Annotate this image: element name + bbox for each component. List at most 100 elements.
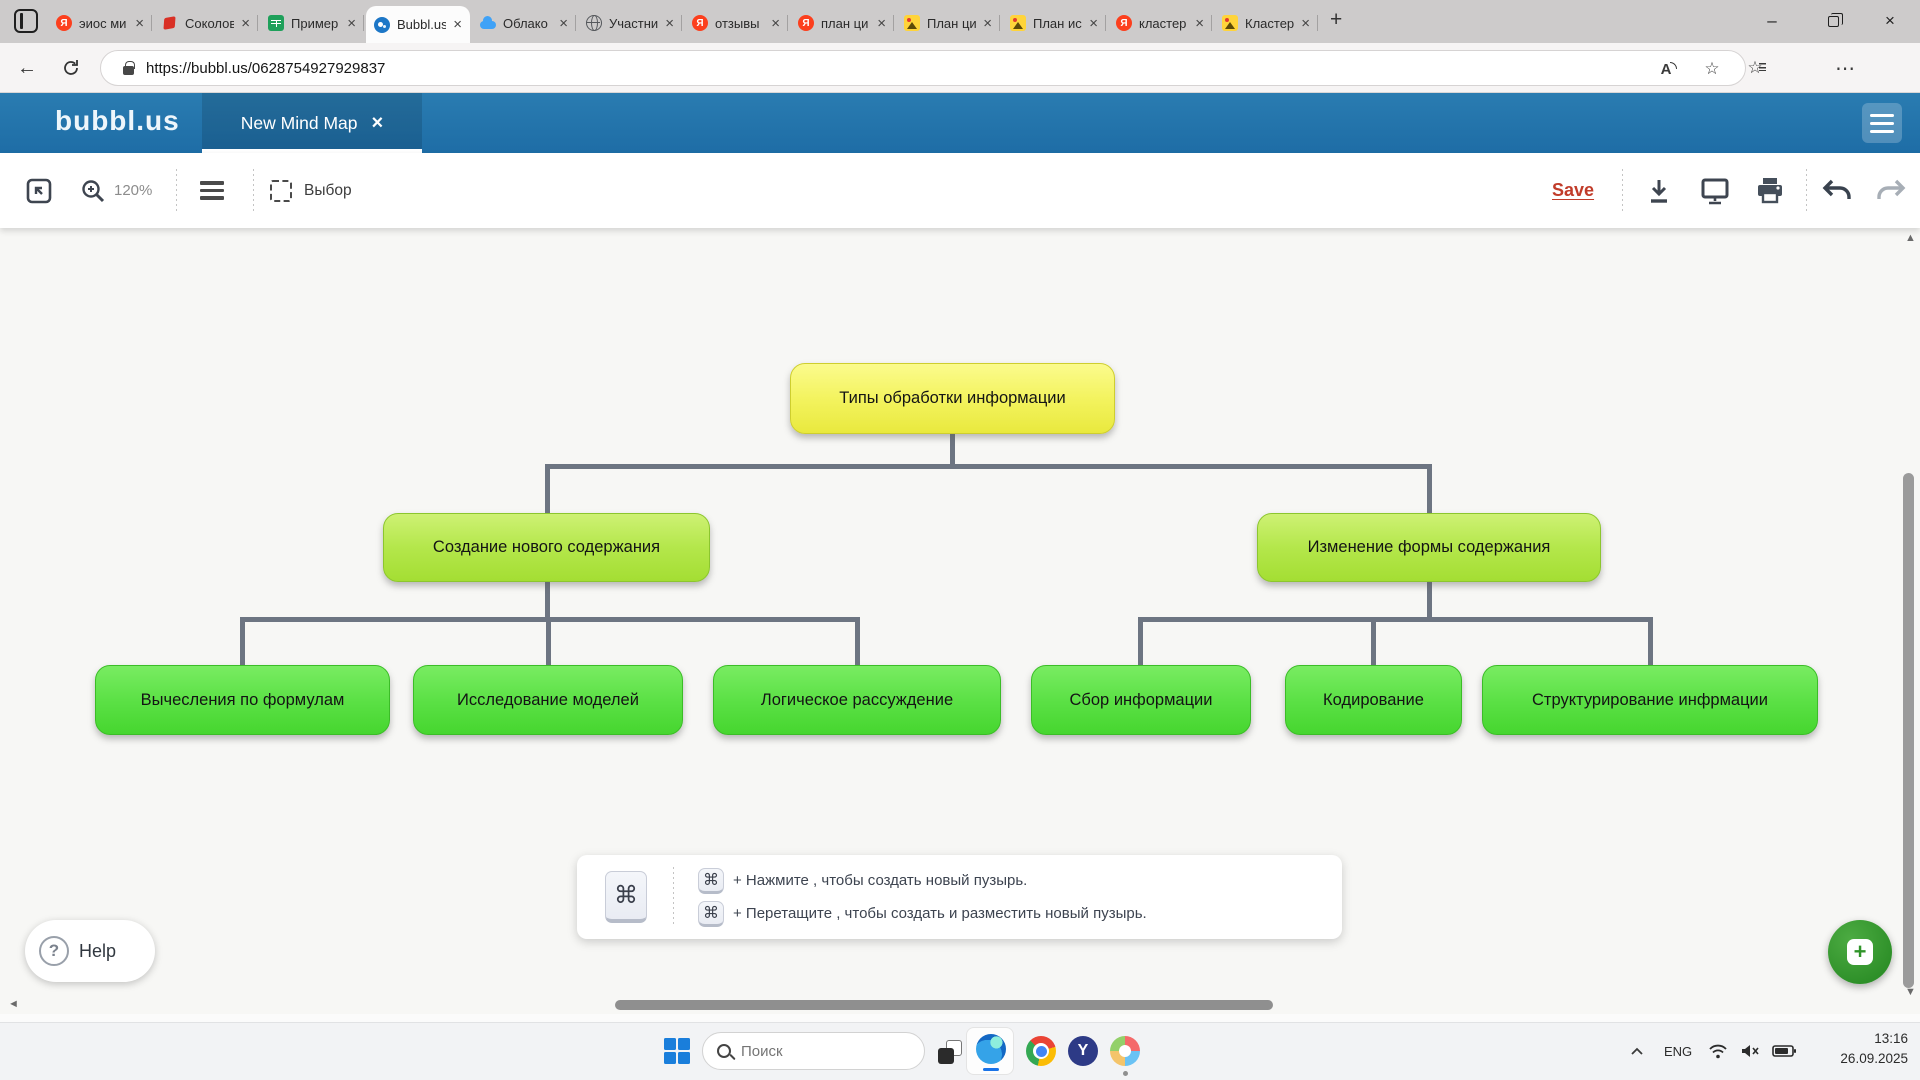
browser-tab-oblako[interactable]: Облако × <box>472 6 576 40</box>
task-view-button[interactable] <box>938 1040 962 1064</box>
browser-tab-bubblus-active[interactable]: Bubbl.us × <box>366 6 470 43</box>
print-button[interactable] <box>1755 153 1785 228</box>
window-minimize-button[interactable]: – <box>1767 11 1777 30</box>
read-aloud-button[interactable]: A <box>1653 57 1679 81</box>
url-field[interactable]: https://bubbl.us/0628754927929837 A ☆ <box>100 50 1746 86</box>
tab-close-icon[interactable]: × <box>1195 14 1204 32</box>
present-button[interactable] <box>1700 153 1730 228</box>
undo-icon <box>1822 179 1851 199</box>
browser-tab-klaster-2[interactable]: Кластер × <box>1214 6 1318 40</box>
favorite-star-button[interactable]: ☆ <box>1699 57 1725 81</box>
command-key-icon: ⌘ <box>698 867 724 894</box>
toolbar-separator <box>1622 169 1623 213</box>
search-input[interactable] <box>741 1042 891 1060</box>
taskbar-clock[interactable]: 13:16 26.09.2025 <box>1812 1029 1908 1069</box>
taskbar-chrome-button[interactable] <box>1026 1036 1056 1066</box>
image-favicon-icon <box>1010 15 1026 31</box>
mindmap-node-creation[interactable]: Создание нового содержания <box>383 513 710 582</box>
tray-expand-button[interactable] <box>1630 1022 1644 1080</box>
vertical-scrollbar[interactable] <box>1903 473 1914 988</box>
mindmap-node-structuring[interactable]: Структурирование инфрмации <box>1482 665 1818 735</box>
mindmap-node-logic[interactable]: Логическое рассуждение <box>713 665 1001 735</box>
browser-tab-eios[interactable]: Я эиос ми × <box>48 6 152 40</box>
edge-icon <box>976 1034 1006 1064</box>
selection-tool-button[interactable]: Выбор <box>270 153 352 228</box>
browser-tab-plan-tsi-1[interactable]: Я план ци × <box>790 6 894 40</box>
browser-tab-plan-is[interactable]: План ис × <box>1002 6 1106 40</box>
refresh-button[interactable] <box>56 53 86 83</box>
browser-tab-strip: Я эиос ми × Соколов × Пример × Bubbl.us … <box>0 0 1920 43</box>
app-logo[interactable]: bubbl.us <box>55 105 180 136</box>
tab-close-icon[interactable]: × <box>665 14 674 32</box>
back-button[interactable]: ← <box>17 56 37 79</box>
toolbar-separator <box>253 169 254 213</box>
document-tab[interactable]: New Mind Map × <box>202 93 422 153</box>
undo-button[interactable] <box>1822 153 1852 228</box>
help-button[interactable]: ? Help <box>25 920 155 982</box>
browser-tab-primer[interactable]: Пример × <box>260 6 364 40</box>
redo-button[interactable] <box>1876 153 1906 228</box>
scroll-up-arrow[interactable]: ▲ <box>1905 232 1916 244</box>
browser-tab-sokolov[interactable]: Соколов × <box>154 6 258 40</box>
connector-line <box>1138 617 1143 665</box>
tab-title: Участни <box>609 15 659 31</box>
tab-close-icon[interactable]: × <box>135 14 144 32</box>
yandex-favicon-icon: Я <box>56 15 72 31</box>
tab-close-icon[interactable]: × <box>771 14 780 32</box>
connector-line <box>855 617 860 665</box>
hint-divider <box>673 867 674 927</box>
tab-actions-icon[interactable] <box>14 9 38 33</box>
mindmap-node-model-research[interactable]: Исследование моделей <box>413 665 683 735</box>
start-button[interactable] <box>664 1038 690 1064</box>
add-bubble-button[interactable]: + <box>1828 920 1892 984</box>
mindmap-canvas[interactable]: Типы обработки информации Создание новог… <box>0 228 1920 1014</box>
fit-to-screen-button[interactable] <box>25 153 53 228</box>
app-menu-button[interactable] <box>1862 103 1902 143</box>
volume-button[interactable] <box>1740 1022 1760 1080</box>
layers-menu-button[interactable] <box>200 153 224 228</box>
save-button[interactable]: Save <box>1552 153 1594 228</box>
browser-tab-otzyvy[interactable]: Я отзывы × <box>684 6 788 40</box>
connector-line <box>545 582 550 620</box>
tab-close-icon[interactable]: × <box>1301 14 1310 32</box>
tab-close-icon[interactable]: × <box>347 14 356 32</box>
taskbar-search[interactable] <box>702 1032 925 1070</box>
new-tab-button[interactable]: + <box>1330 8 1343 31</box>
tab-title: План ци <box>927 15 977 31</box>
window-restore-button[interactable] <box>1810 0 1856 42</box>
taskbar-edge-button[interactable] <box>966 1027 1014 1075</box>
command-key-icon: ⌘ <box>698 900 724 927</box>
tab-close-icon[interactable]: × <box>983 14 992 32</box>
browser-tab-uchastni[interactable]: Участни × <box>578 6 682 40</box>
tab-close-icon[interactable]: × <box>559 14 568 32</box>
language-indicator[interactable]: ENG <box>1664 1043 1693 1059</box>
browser-menu-button[interactable]: ⋯ <box>1835 57 1855 80</box>
document-tab-close-icon[interactable]: × <box>371 111 384 134</box>
volume-muted-icon <box>1742 1045 1759 1057</box>
scroll-left-arrow[interactable]: ◄ <box>8 998 19 1010</box>
taskbar-yandex-button[interactable]: Y <box>1068 1036 1098 1066</box>
tab-close-icon[interactable]: × <box>877 14 886 32</box>
window-close-button[interactable]: × <box>1885 11 1895 30</box>
mindmap-node-info-collection[interactable]: Сбор информации <box>1031 665 1251 735</box>
mindmap-node-root[interactable]: Типы обработки информации <box>790 363 1115 434</box>
horizontal-scrollbar[interactable] <box>615 1000 1273 1010</box>
download-button[interactable] <box>1645 153 1673 228</box>
zoom-control[interactable]: 120% <box>80 153 152 228</box>
browser-tab-klaster-1[interactable]: Я кластер × <box>1108 6 1212 40</box>
battery-button[interactable] <box>1772 1022 1796 1080</box>
selection-label: Выбор <box>304 181 352 199</box>
mindmap-node-calculations[interactable]: Вычесления по формулам <box>95 665 390 735</box>
tab-close-icon[interactable]: × <box>453 16 462 33</box>
mindmap-node-form-change[interactable]: Изменение формы содержания <box>1257 513 1601 582</box>
tab-close-icon[interactable]: × <box>241 14 250 32</box>
scroll-down-arrow[interactable]: ▼ <box>1905 986 1916 998</box>
wifi-button[interactable] <box>1708 1022 1728 1080</box>
taskbar-paint-button[interactable] <box>1110 1036 1140 1066</box>
url-text: https://bubbl.us/0628754927929837 <box>146 59 386 77</box>
battery-icon <box>1772 1045 1796 1057</box>
collections-button[interactable]: ☆ <box>1742 56 1768 80</box>
mindmap-node-coding[interactable]: Кодирование <box>1285 665 1462 735</box>
browser-tab-plan-tsi-2[interactable]: План ци × <box>896 6 1000 40</box>
tab-close-icon[interactable]: × <box>1089 14 1098 32</box>
